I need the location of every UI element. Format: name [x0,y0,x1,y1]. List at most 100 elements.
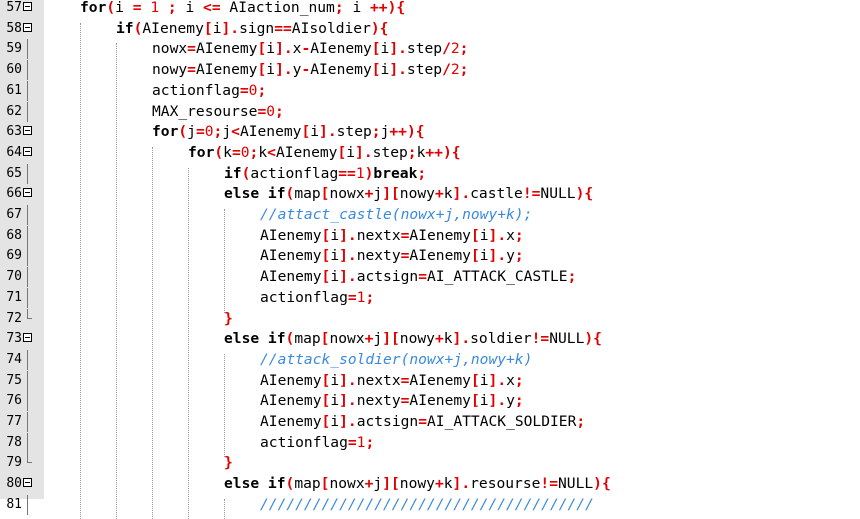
code-token: NULL [558,475,594,493]
fold-end-marker [27,453,32,473]
fold-collapse-icon[interactable] [23,22,32,32]
code-token: ( [285,330,295,348]
code-token: AIenemy [260,392,322,410]
code-token: i [479,226,489,244]
code-line[interactable]: 67//attact_castle(nowx+j,nowy+k); [0,205,860,225]
code-token: ; [567,268,577,286]
code-token: j [222,123,232,141]
code-token: ; [514,371,524,389]
code-text: AIenemy[i].nextx=AIenemy[i].x; [260,371,524,391]
code-token: [ [320,330,330,348]
code-token: 1 [356,288,366,306]
code-token: ){ [593,475,611,493]
fold-collapse-icon[interactable] [23,188,32,198]
code-token: step [372,143,408,161]
code-token: i [266,61,276,79]
fold-line-marker [27,101,29,122]
code-token: AI_ATTACK_SOLDIER [427,413,577,430]
code-token: [ [321,247,331,265]
code-token: AIenemy [260,268,322,286]
code-token: break [373,164,418,182]
code-token: soldier [470,330,532,348]
code-token: / [442,61,451,79]
code-text: actionflag=1; [260,288,374,308]
code-token: nowx [329,475,365,493]
code-line[interactable]: 81////////////////////////////////////// [0,494,860,515]
code-token: ]. [275,40,293,58]
code-token: ){ [370,19,389,37]
code-token: nowx [329,330,365,348]
code-token: y [292,61,302,79]
line-number: 59 [6,41,22,57]
code-line[interactable]: 74//attack_soldier(nowx+j,nowy+k) [0,349,860,370]
fold-collapse-icon[interactable] [23,126,32,136]
code-token: actsign [356,413,419,430]
line-number: 67 [6,207,22,222]
line-number: 60 [6,62,22,78]
code-line[interactable]: 79} [0,453,860,473]
code-token: AIenemy [409,226,471,244]
code-text: AIenemy[i].nextx=AIenemy[i].x; [260,226,524,246]
code-token: ][ [382,330,400,348]
fold-collapse-icon[interactable] [23,146,32,156]
code-token: x [292,40,302,58]
code-token: y [506,247,515,265]
line-number: 63 [6,124,22,140]
code-token: [ [470,371,480,389]
code-token: castle [470,185,523,203]
code-token: ( [133,19,143,37]
fold-collapse-icon[interactable] [23,478,32,488]
code-token: ////////////////////////////////////// [260,495,594,513]
code-token: = [187,40,196,58]
code-text: } [224,309,233,329]
code-token: i [479,392,489,410]
code-token: [ [371,40,381,58]
code-token: i [330,268,340,286]
code-token: actionflag [260,288,348,306]
code-token: [ [321,392,331,410]
code-token: i [380,61,390,79]
code-text: nowy=AIenemy[i].y-AIenemy[i].step/2; [152,60,468,80]
code-token: k [443,330,453,348]
code-token: ]. [452,185,471,203]
code-token: [ [321,226,331,244]
code-token: AIsoldier [291,19,371,37]
code-token: ]. [339,226,357,244]
code-text: else if(map[nowx+j][nowy+k].castle!=NULL… [224,184,593,204]
code-token: map [294,185,321,203]
fold-collapse-icon[interactable] [23,333,32,343]
code-token: actsign [356,268,419,286]
code-token: + [434,185,444,203]
code-text: else if(map[nowx+j][nowy+k].resourse!=NU… [224,474,611,494]
code-token: k [416,143,426,161]
code-line[interactable]: 72} [0,308,860,329]
fold-line-marker [27,60,29,81]
code-token: AIenemy [260,247,322,265]
fold-collapse-icon[interactable] [23,2,32,11]
code-token: [ [371,61,381,79]
fold-line-marker [27,494,29,515]
code-token: nexty [356,392,401,410]
code-token: ( [285,185,295,203]
